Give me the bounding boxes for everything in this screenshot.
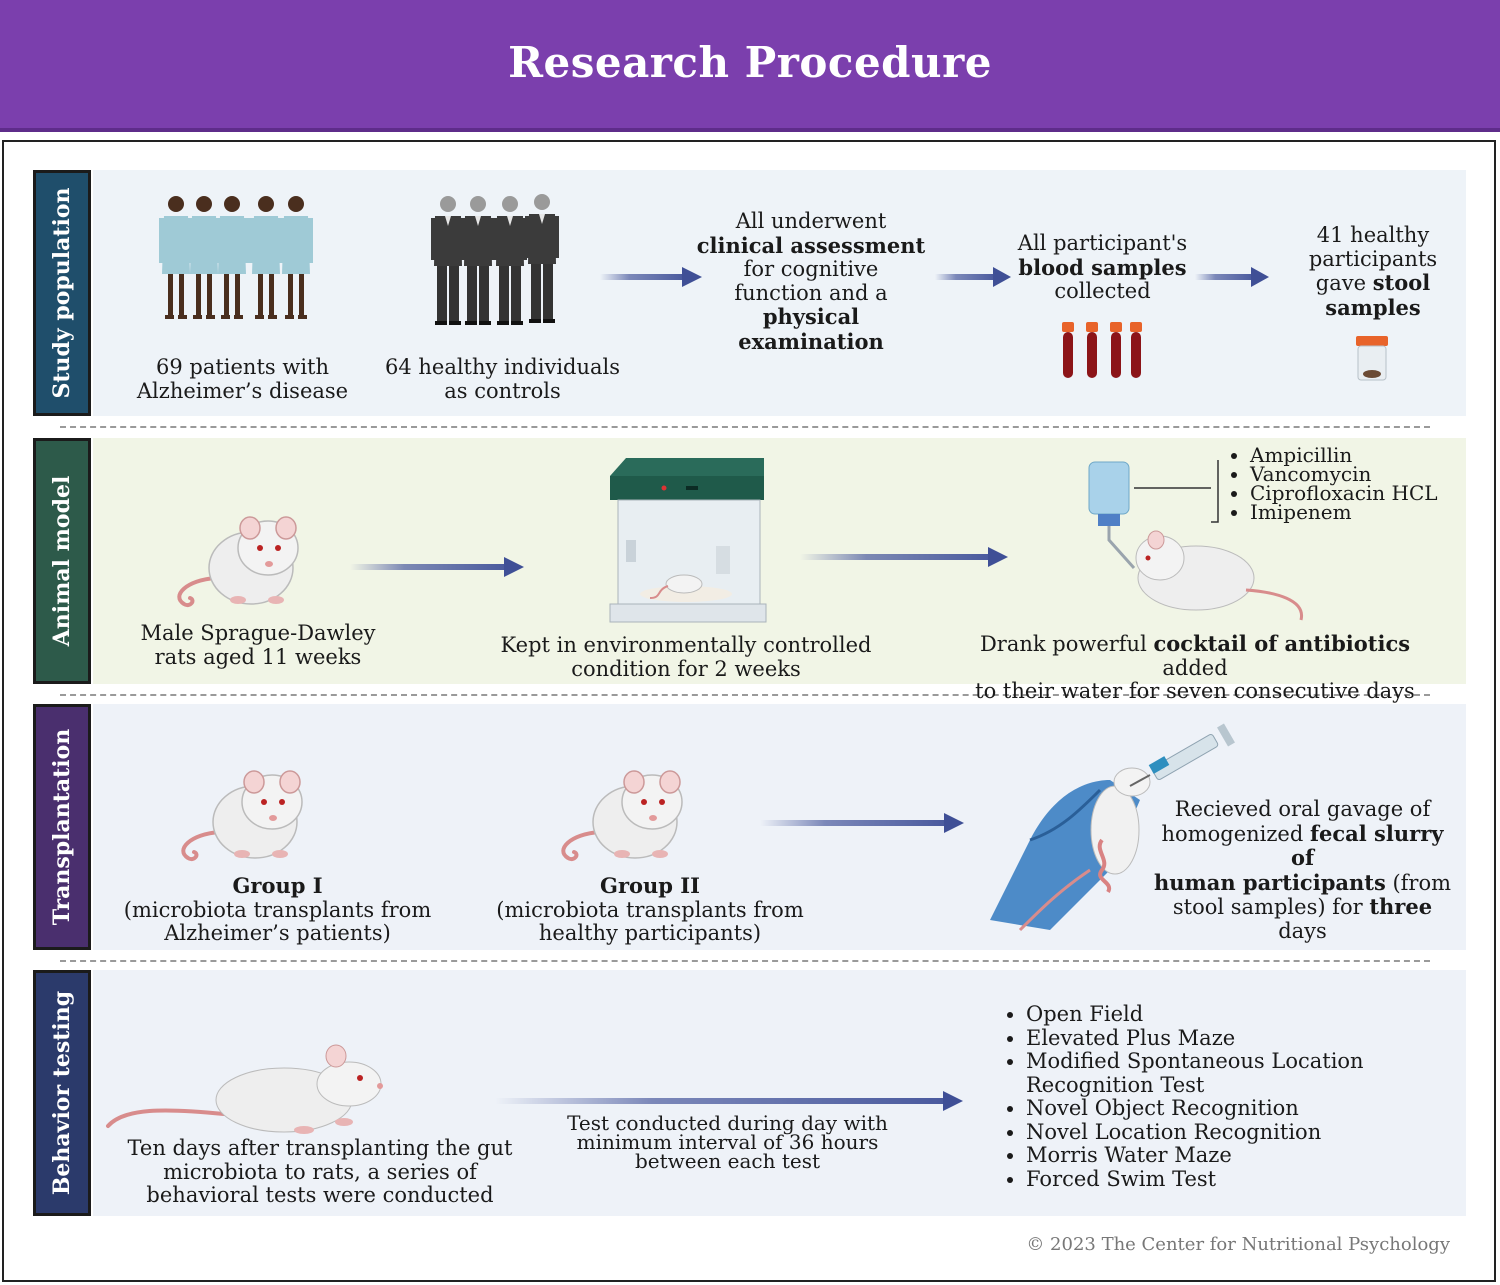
list-item: Modified Spontaneous Location Recognitio… [1026,1049,1404,1097]
divider [60,960,1430,962]
oral-gavage-illustration [990,723,1235,932]
blood-tubes-icon [1062,322,1142,378]
list-item: Ampicillin [1250,445,1438,465]
section-label-animal-model: Animal model [33,438,91,684]
behavior-tests-list: Open Field Elevated Plus Maze Modified S… [1004,1002,1404,1192]
gavage-caption: Recieved oral gavage of homogenized feca… [1153,797,1452,943]
patients-illustration [159,196,313,319]
arrow-icon [935,267,1011,287]
rat-icon [177,515,300,608]
arrow-icon [1195,267,1269,287]
section-label-behavior-testing: Behavior testing [33,970,91,1216]
test-interval-caption: Test conducted during day with minimum i… [567,1111,888,1173]
antibiotics-list: Ampicillin Vancomycin Ciprofloxacin HCL … [1228,445,1438,522]
stool-samples-text: 41 healthy participants gave stool sampl… [1308,223,1438,320]
stool-container-icon [1356,336,1388,381]
rat-icon [561,769,684,862]
list-item: Elevated Plus Maze [1026,1026,1404,1051]
list-item: Morris Water Maze [1026,1143,1404,1168]
list-item: Novel Location Recognition [1026,1120,1404,1145]
list-item: Vancomycin [1250,464,1438,484]
antibiotics-caption: Drank powerful cocktail of antibiotics a… [975,631,1415,703]
group-2-caption: Group II (microbiota transplants from he… [496,873,804,945]
clinical-assessment-text: All underwent clinical assessment for co… [696,209,926,354]
list-item: Imipenem [1250,502,1438,522]
rat-side-icon [106,1044,383,1134]
diagram-frame [2,140,1496,1282]
header-banner: Research Procedure [0,0,1500,132]
section-label-study-population: Study population [33,170,91,416]
list-item: Novel Object Recognition [1026,1096,1404,1121]
list-item: Open Field [1026,1002,1404,1027]
arrow-icon [350,557,524,577]
arrow-icon [495,1091,963,1111]
divider [60,694,1430,696]
copyright-footer: © 2023 The Center for Nutritional Psycho… [1026,1234,1450,1255]
controls-illustration [431,194,559,325]
section-label-transplantation: Transplantation [33,704,91,950]
band-study-population [93,170,1466,416]
cage-icon [609,458,767,623]
ten-days-caption: Ten days after transplanting the gut mic… [127,1136,513,1207]
arrow-icon [600,267,702,287]
band-transplantation [93,704,1466,950]
divider [60,426,1430,428]
group-1-caption: Group I (microbiota transplants from Alz… [123,873,432,945]
list-item: Ciprofloxacin HCL [1250,483,1438,503]
page-title: Research Procedure [508,38,992,87]
blood-samples-text: All participant's blood samples collecte… [1017,231,1188,303]
list-item: Forced Swim Test [1026,1167,1404,1192]
rat-icon [181,769,304,862]
arrow-icon [760,813,964,833]
arrow-icon [800,547,1008,567]
water-bottle-rat-illustration [1088,460,1303,621]
